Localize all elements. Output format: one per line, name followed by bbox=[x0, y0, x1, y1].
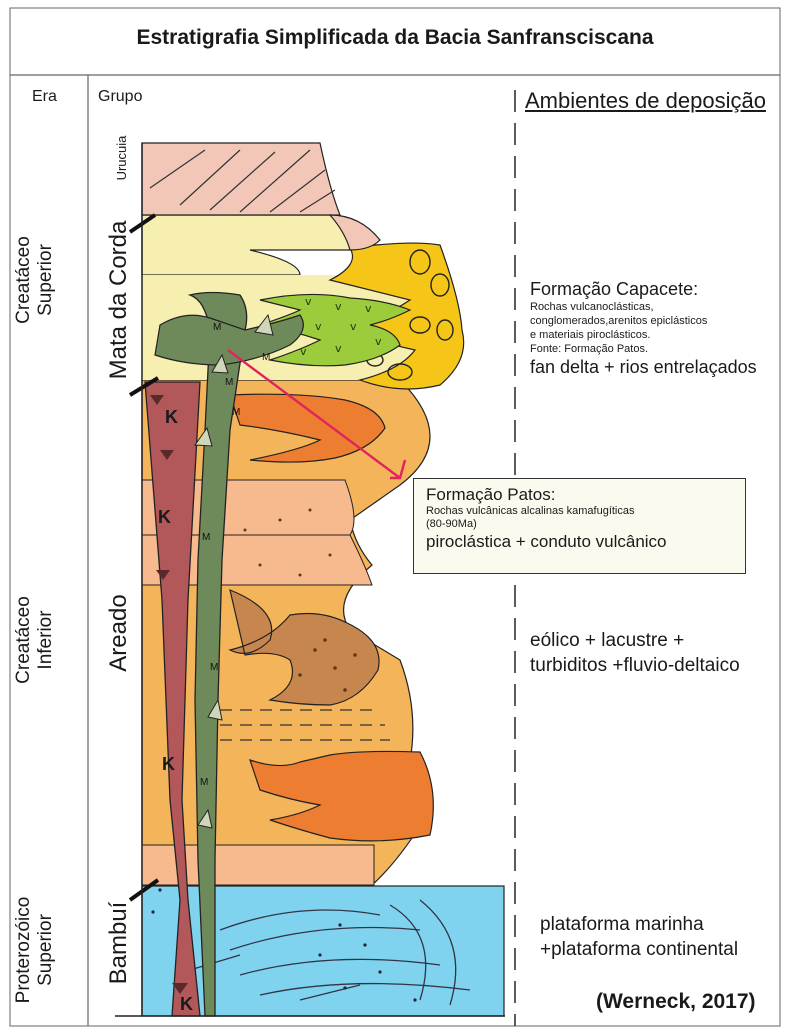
m-label-6: M bbox=[210, 662, 218, 673]
patos-summary: piroclástica + conduto vulcânico bbox=[426, 531, 733, 553]
k-label-3: K bbox=[162, 754, 175, 774]
capacete-title: Formação Capacete: bbox=[530, 278, 785, 300]
mata-corda-pale-layer bbox=[142, 215, 350, 275]
era-label-cretaceous-upper: Creatáceo Superior bbox=[13, 210, 57, 350]
svg-text:v: v bbox=[335, 300, 342, 313]
bambui-env-line1: plataforma marinha bbox=[540, 912, 780, 937]
bambui-environment: plataforma marinha +plataforma continent… bbox=[540, 912, 780, 962]
group-label-urucuia: Urucuia bbox=[114, 118, 130, 198]
ambientes-header: Ambientes de deposição bbox=[525, 88, 766, 114]
m-label-2: M bbox=[262, 352, 270, 363]
era-label-line1: Proterozóico bbox=[13, 880, 35, 1020]
group-label-bambui: Bambuí bbox=[105, 888, 135, 998]
era-header: Era bbox=[32, 88, 57, 106]
m-label-7: M bbox=[200, 777, 208, 788]
diagram-title: Estratigrafia Simplificada da Bacia Sanf… bbox=[10, 26, 780, 50]
group-label-mata-corda: Mata da Corda bbox=[105, 215, 135, 385]
urucuia-layer bbox=[142, 143, 340, 215]
capacete-summary: fan delta + rios entrelaçados bbox=[530, 356, 785, 378]
group-label-areado: Areado bbox=[105, 573, 135, 693]
era-label-line2: Superior bbox=[35, 880, 57, 1020]
svg-text:v: v bbox=[305, 295, 312, 308]
k-label-2: K bbox=[158, 507, 171, 527]
svg-text:v: v bbox=[300, 345, 307, 358]
bambui-env-line2: +plataforma continental bbox=[540, 937, 780, 962]
svg-text:v: v bbox=[315, 320, 322, 333]
era-label-proterozoic-upper: Proterozóico Superior bbox=[13, 880, 57, 1020]
m-label-1: M bbox=[213, 322, 221, 333]
era-label-line2: Inferior bbox=[35, 570, 57, 710]
patos-formation-box: Formação Patos: Rochas vulcânicas alcali… bbox=[413, 478, 746, 574]
areado-environment: eólico + lacustre + turbiditos +fluvio-d… bbox=[530, 628, 780, 678]
svg-text:v: v bbox=[350, 320, 357, 333]
m-label-4: M bbox=[232, 407, 240, 418]
areado-env-line2: turbiditos +fluvio-deltaico bbox=[530, 653, 780, 678]
k-label-1: K bbox=[165, 407, 178, 427]
capacete-line: Rochas vulcanoclásticas, bbox=[530, 300, 785, 314]
era-label-line1: Creatáceo bbox=[13, 210, 35, 350]
patos-age: (80-90Ma) bbox=[426, 518, 733, 531]
grupo-header: Grupo bbox=[98, 88, 142, 106]
era-label-cretaceous-lower: Creatáceo Inferior bbox=[13, 570, 57, 710]
patos-title: Formação Patos: bbox=[426, 485, 733, 505]
citation: (Werneck, 2017) bbox=[596, 990, 756, 1014]
svg-text:v: v bbox=[335, 342, 342, 355]
areado-env-line1: eólico + lacustre + bbox=[530, 628, 780, 653]
svg-text:v: v bbox=[375, 335, 382, 348]
patos-description: Rochas vulcânicas alcalinas kamafugítica… bbox=[426, 505, 733, 518]
capacete-line: Fonte: Formação Patos. bbox=[530, 342, 785, 356]
era-label-line1: Creatáceo bbox=[13, 570, 35, 710]
m-label-3: M bbox=[225, 377, 233, 388]
svg-text:v: v bbox=[365, 302, 372, 315]
capacete-line: conglomerados,arenitos epiclásticos bbox=[530, 314, 785, 328]
k-label-4: K bbox=[180, 994, 193, 1014]
capacete-line: e materiais piroclásticos. bbox=[530, 328, 785, 342]
capacete-environment: Formação Capacete: Rochas vulcanoclástic… bbox=[530, 278, 785, 378]
m-label-5: M bbox=[202, 532, 210, 543]
era-label-line2: Superior bbox=[35, 210, 57, 350]
